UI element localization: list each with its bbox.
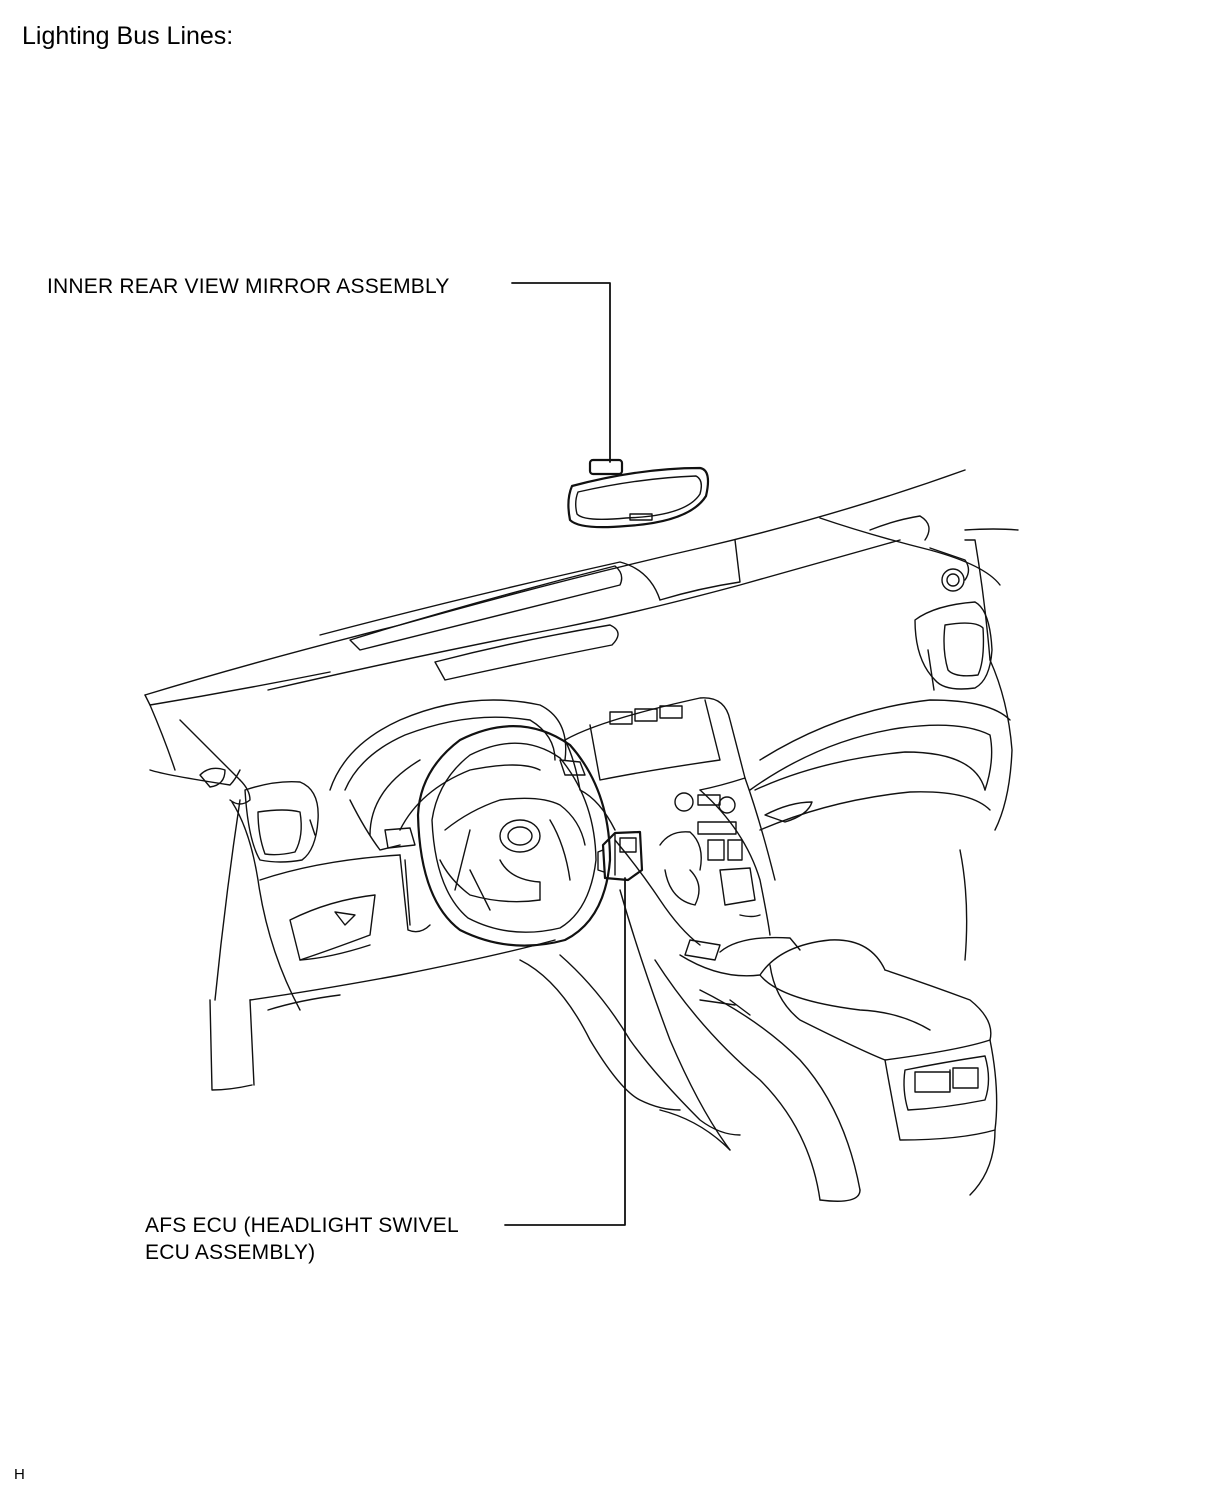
afs-ecu-box xyxy=(597,830,644,882)
mirror-callout-label: INNER REAR VIEW MIRROR ASSEMBLY xyxy=(47,275,450,298)
rear-view-mirror xyxy=(567,458,710,529)
left-dashboard xyxy=(149,704,556,1091)
dashboard-top xyxy=(144,469,1019,706)
afs-ecu-label-line1: AFS ECU (HEADLIGHT SWIVEL xyxy=(145,1214,459,1237)
footer-code: H xyxy=(14,1466,25,1483)
mirror-leader-line xyxy=(511,282,611,463)
afs-ecu-callout-label: AFS ECU (HEADLIGHT SWIVEL ECU ASSEMBLY) xyxy=(145,1212,459,1266)
right-vent xyxy=(749,601,1013,961)
center-stack xyxy=(564,697,801,961)
steering-wheel xyxy=(399,725,612,947)
center-console xyxy=(654,939,998,1202)
lower-trim xyxy=(519,889,741,1151)
afs-leader-line xyxy=(504,877,626,1226)
afs-ecu-label-line2: ECU ASSEMBLY) xyxy=(145,1241,316,1264)
page-title: Lighting Bus Lines: xyxy=(22,22,234,50)
